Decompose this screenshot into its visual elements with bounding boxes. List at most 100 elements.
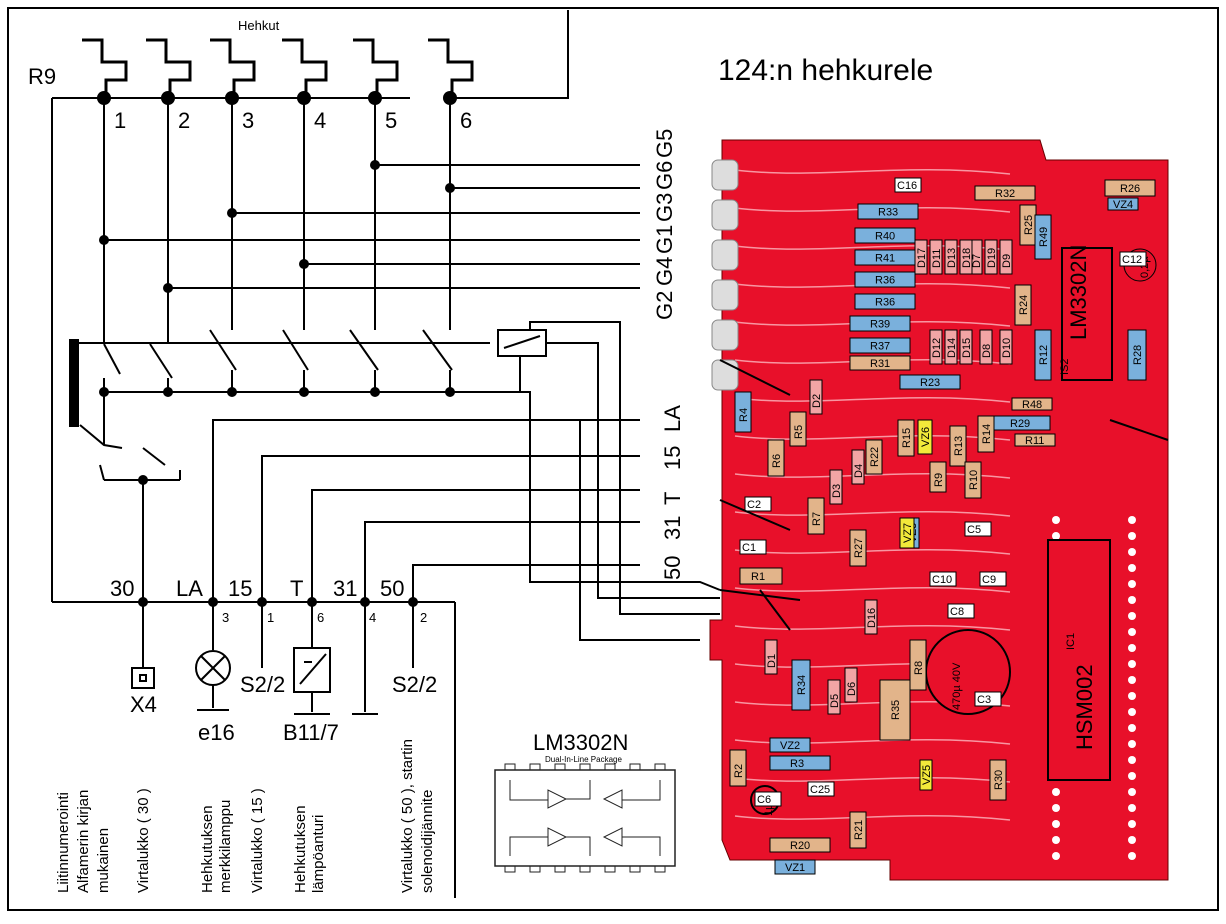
plug-number-5: 5 [385, 108, 397, 133]
pcb-trace [734, 396, 1011, 403]
terminal-label-5: 50 [380, 576, 404, 601]
zener-vz5 [919, 759, 933, 791]
resistor-r7 [807, 497, 825, 535]
pad [1128, 580, 1136, 588]
plug-wires [103, 98, 640, 330]
pad [1128, 756, 1136, 764]
diode-d5 [827, 679, 841, 715]
resistor-label: R12 [1038, 345, 1050, 365]
zener-vz7 [899, 517, 915, 549]
ic-pin-top [504, 763, 516, 771]
diode-label: D12 [931, 338, 943, 358]
diode-d12 [929, 329, 943, 365]
note-6: Virtalukko ( 15 ) [249, 788, 266, 893]
diode-label: D9 [1001, 254, 1013, 268]
cap-c9 [979, 571, 1007, 587]
resistor-r40 [854, 227, 916, 244]
pad [1128, 612, 1136, 620]
resistor-r26 [1104, 179, 1156, 197]
diode-label: D3 [831, 484, 843, 498]
resistor-label: R27 [853, 538, 865, 558]
ic-pin-bottom [579, 865, 591, 873]
resistor-r11 [1014, 433, 1056, 447]
cap-c16 [894, 177, 922, 193]
resistor-label: R48 [1022, 399, 1042, 411]
pin-number-2: 6 [317, 610, 324, 625]
ic1-label: IC1 [1065, 633, 1077, 650]
resistor-r39 [849, 315, 911, 332]
resistor-r20 [769, 837, 831, 853]
ic-subtitle: Dual-In-Line Package [545, 755, 622, 764]
note-10: solenoidijännite [419, 790, 436, 893]
resistor-label: R29 [1010, 418, 1030, 430]
ic-pin-bottom [554, 865, 566, 873]
plug-number-4: 4 [314, 108, 326, 133]
frame [7, 7, 1219, 911]
resistor-label: R22 [869, 447, 881, 467]
resistor-r32 [974, 185, 1036, 201]
pad [1052, 820, 1060, 828]
diode-label: D14 [946, 338, 958, 358]
diode-d2 [809, 379, 823, 415]
ic-pin-top [554, 763, 566, 771]
pad [1128, 852, 1136, 860]
cap-label: C12 [1122, 254, 1142, 266]
side-label-0: LA [660, 405, 685, 432]
zener-label: VZ2 [780, 740, 800, 752]
g-label-G3: G3 [652, 193, 677, 222]
zener-vz2 [769, 737, 811, 753]
pad [1128, 596, 1136, 604]
pad [1128, 692, 1136, 700]
pad [1052, 788, 1060, 796]
pad [1128, 564, 1136, 572]
leader-wire [759, 589, 791, 631]
resistor-label: R15 [901, 428, 913, 448]
pcb-trace [734, 586, 1011, 593]
resistor-label: R35 [890, 700, 902, 720]
leader-wire [1109, 419, 1169, 441]
cap-label: C8 [950, 606, 964, 618]
s22-label-b: S2/2 [392, 672, 437, 697]
diode-d14 [944, 329, 958, 365]
resistor-label: R49 [1038, 227, 1050, 247]
ic-pin-top [654, 763, 666, 771]
diode-label: D10 [1001, 338, 1013, 358]
resistor-r2 [729, 749, 747, 787]
pad [1128, 532, 1136, 540]
resistor-label: R6 [771, 454, 783, 468]
resistor-label: R41 [875, 253, 895, 265]
zener-label: VZ6 [920, 427, 932, 447]
zener-label: VZ4 [1113, 199, 1133, 211]
cap-label: C2 [747, 499, 761, 511]
resistor-label: R24 [1018, 295, 1030, 315]
cap-c10 [929, 571, 957, 587]
resistor-r36 [854, 293, 916, 310]
zener-label: VZ7 [902, 523, 914, 543]
big-capacitor-label: 470µ 40V [951, 662, 963, 710]
side-label-1: 15 [660, 446, 685, 470]
diode-label: D16 [866, 608, 878, 628]
note-7: Hehkutuksen [292, 805, 309, 893]
resistor-r15 [897, 419, 915, 457]
resistor-r27 [849, 529, 867, 567]
g-label-G6: G6 [652, 161, 677, 190]
diode-d8 [979, 329, 993, 365]
pad [1128, 772, 1136, 780]
resistor-r14 [977, 415, 995, 453]
resistor-r8 [909, 639, 927, 691]
plug-number-6: 6 [460, 108, 472, 133]
resistor-r37 [849, 337, 911, 354]
resistor-r10 [964, 461, 982, 499]
resistor-r22 [865, 439, 883, 475]
diode-d4 [851, 449, 865, 485]
lm3302n-figure: LM3302N Dual-In-Line Package [494, 730, 676, 873]
zener-label: VZ1 [785, 862, 805, 874]
resistor-label: R11 [1025, 435, 1044, 447]
resistor-label: R36 [875, 275, 895, 287]
pin-number-1: 1 [267, 610, 274, 625]
side-label-2: T [660, 492, 685, 505]
pad [1052, 836, 1060, 844]
terminal-label-2: 15 [228, 576, 252, 601]
